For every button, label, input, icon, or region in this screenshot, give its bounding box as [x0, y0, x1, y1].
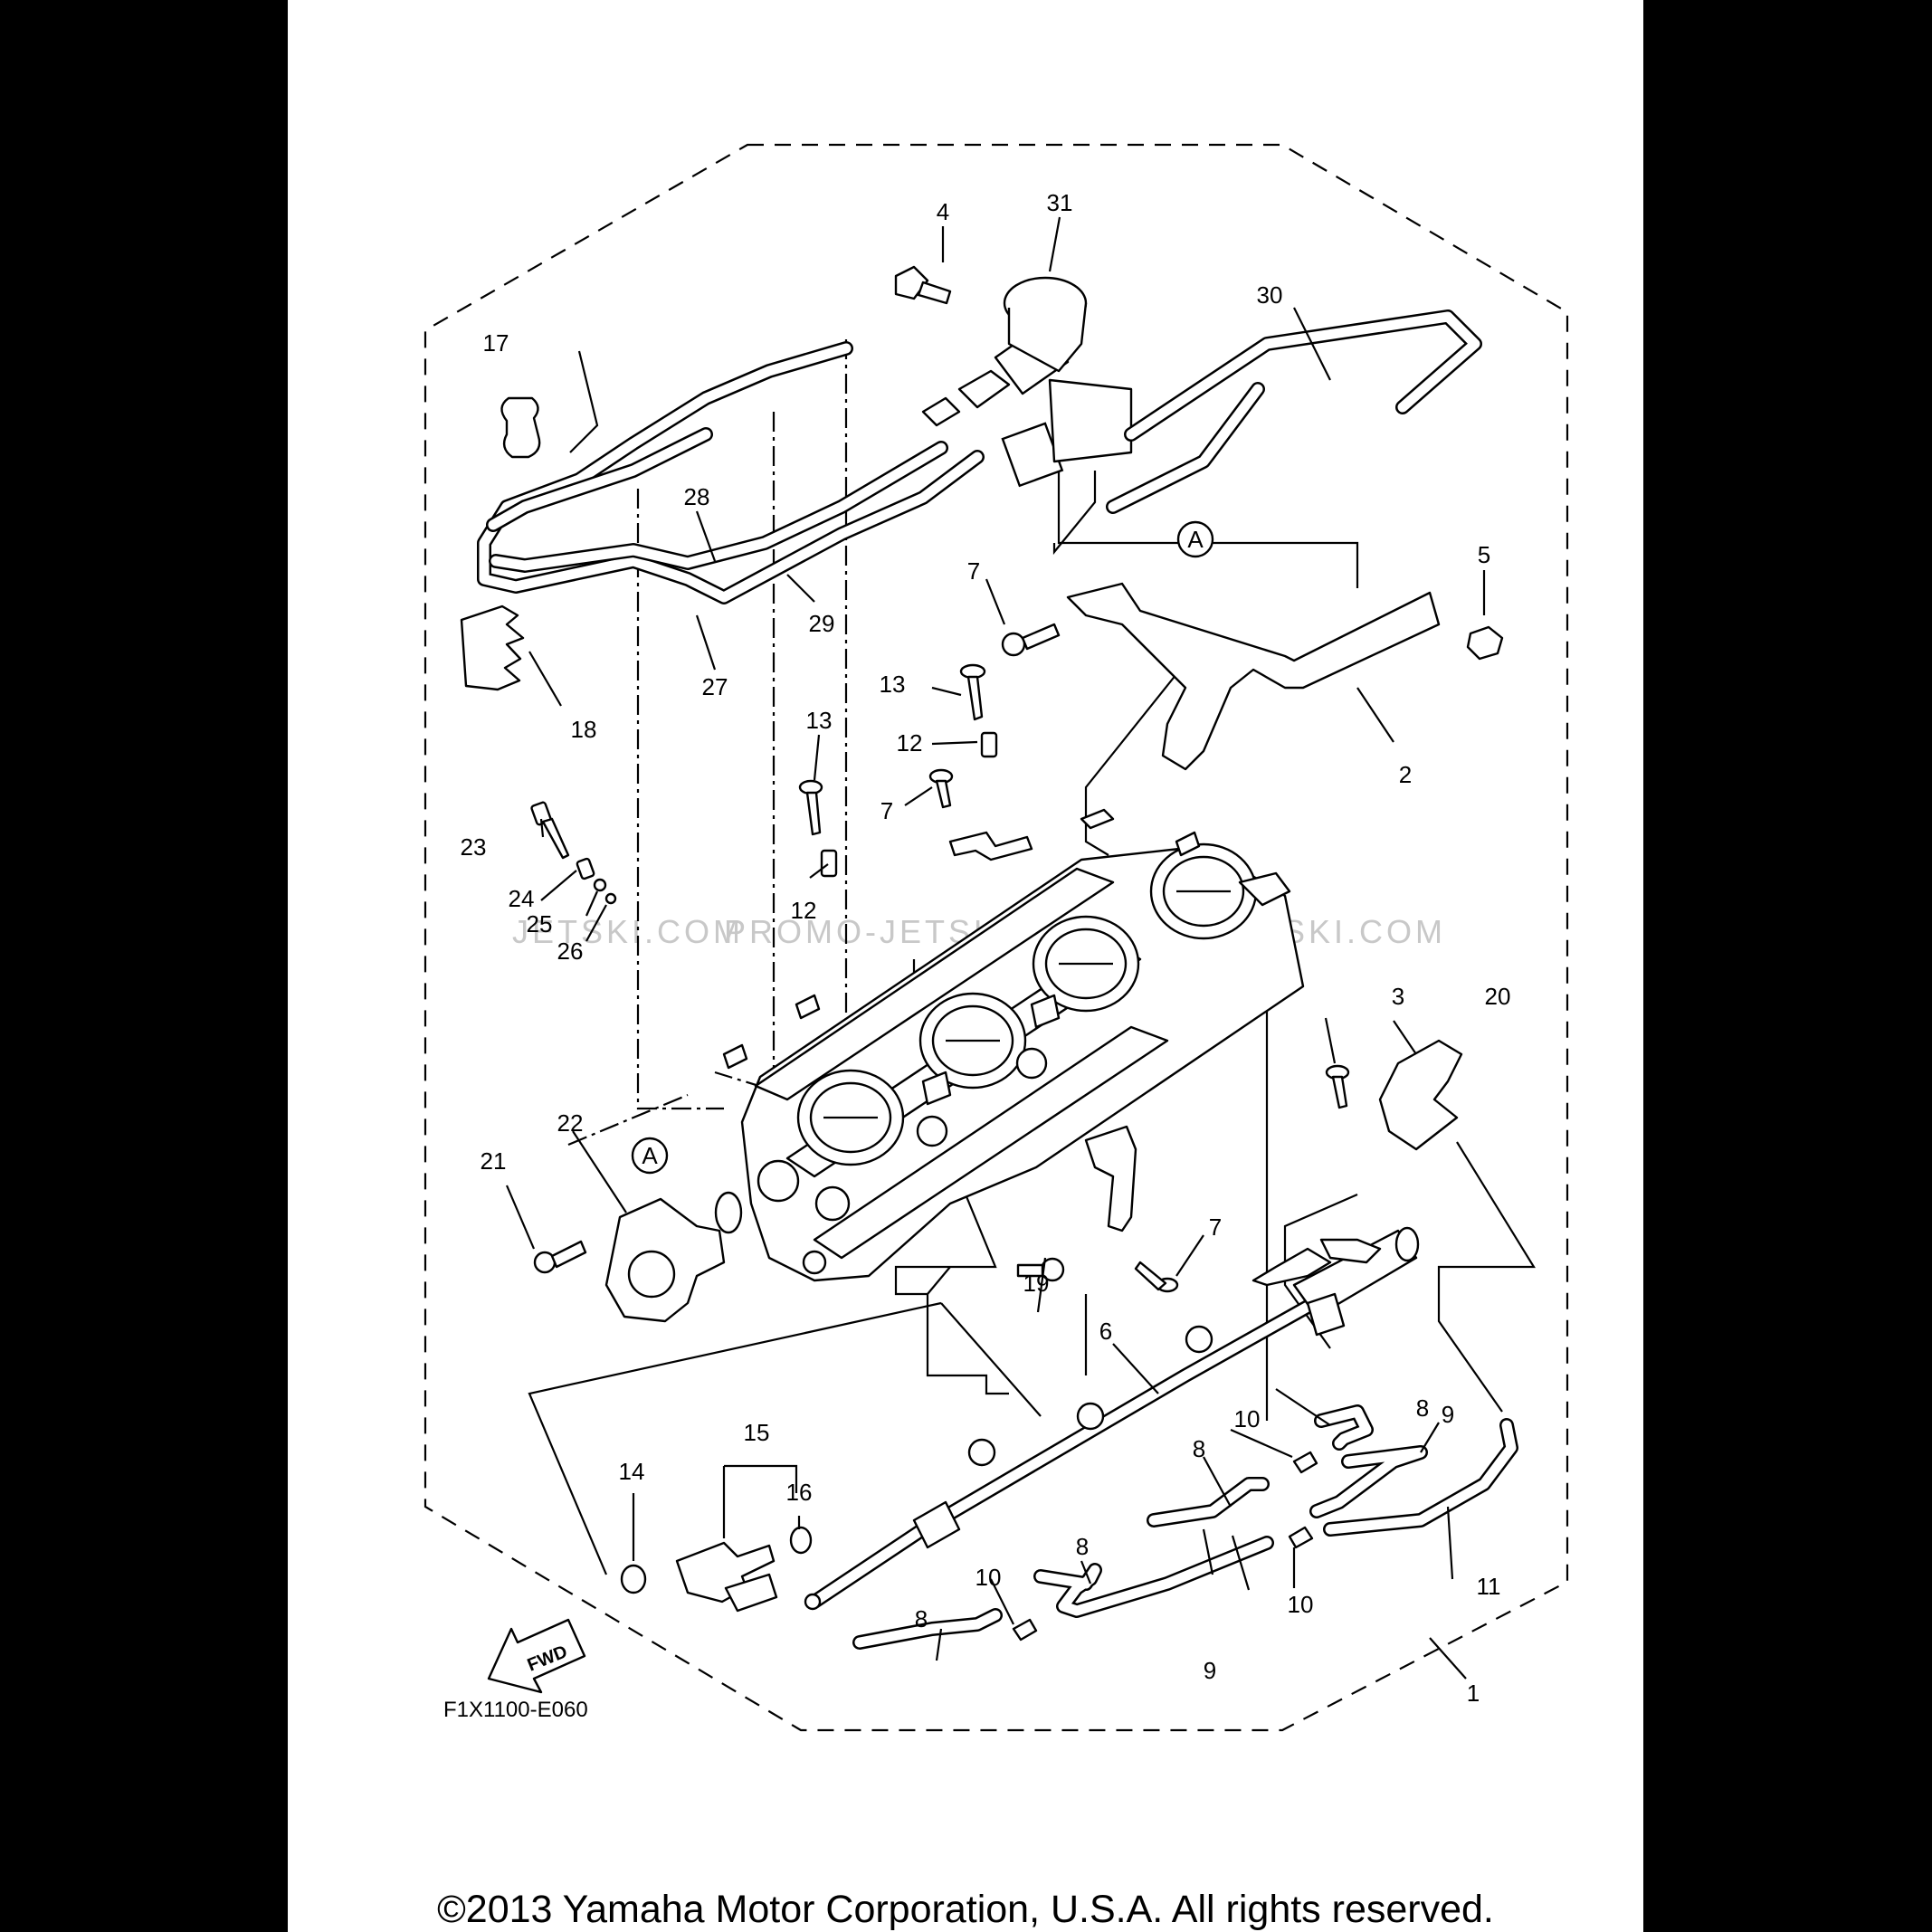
callout-21: 21 [481, 1147, 507, 1175]
callout-27: 27 [702, 673, 728, 700]
seal-part-14 [620, 1564, 647, 1594]
callout-1: 1 [1467, 1680, 1480, 1707]
callout-7-mid: 7 [880, 797, 893, 824]
callout-26: 26 [557, 937, 584, 965]
callout-6: 6 [1099, 1318, 1112, 1345]
connection-lines [528, 398, 1536, 1575]
callout-10-a: 10 [1234, 1405, 1261, 1432]
callout-19: 19 [1023, 1270, 1050, 1297]
callout-31: 31 [1047, 189, 1073, 216]
callout-7-top: 7 [967, 557, 980, 585]
copyright-notice: ©2013 Yamaha Motor Corporation, U.S.A. A… [437, 1888, 1494, 1931]
callout-28: 28 [684, 483, 710, 510]
sensor-face [627, 1250, 676, 1299]
throttle-bore-4 [1149, 842, 1258, 940]
hose-part-30 [1106, 309, 1482, 514]
callout-24: 24 [509, 885, 535, 912]
bracket-small-lower [1084, 1125, 1137, 1232]
callout-16: 16 [786, 1479, 813, 1506]
callout-11: 11 [1477, 1573, 1501, 1600]
callout-25: 25 [527, 910, 553, 937]
throttle-bore-1 [796, 1069, 905, 1166]
callout-8-d: 8 [915, 1605, 928, 1632]
ref-marker-a-top-text: A [1187, 526, 1204, 553]
screw-part-7-lower [1134, 1261, 1179, 1293]
watermark-text-1: JETSKI.COM [512, 913, 744, 950]
callout-29: 29 [809, 610, 835, 637]
fwd-arrow: FWD [487, 1618, 586, 1694]
assembly-boundary [424, 143, 1569, 1732]
o-ring-sensor [714, 1191, 743, 1234]
callout-13-lower: 13 [806, 707, 833, 734]
callout-18: 18 [571, 716, 597, 743]
throttle-bore-3 [1032, 915, 1140, 1013]
callout-22: 22 [557, 1109, 584, 1137]
fuel-rail-part-6 [804, 1226, 1420, 1611]
clamp-part-18 [460, 604, 525, 691]
nut-part-5 [1466, 625, 1504, 661]
bolt-part-4 [894, 265, 952, 305]
throttle-bore-2 [918, 992, 1027, 1090]
screw-part-7-mid [928, 768, 954, 809]
clip-part-17 [500, 396, 541, 459]
callout-10-b: 10 [976, 1564, 1002, 1591]
callout-17: 17 [483, 329, 509, 357]
callout-3: 3 [1392, 983, 1404, 1010]
callout-23: 23 [461, 833, 487, 861]
adjusting-screw-part-23 [530, 801, 570, 860]
o-ring-part-16 [789, 1526, 813, 1555]
callout-9-b: 9 [1204, 1657, 1216, 1684]
callout-labels: 4 31 30 17 28 29 27 18 7 5 2 13 12 7 13 … [461, 189, 1511, 1707]
bracket-part-2 [1066, 582, 1441, 771]
callout-15: 15 [744, 1419, 770, 1446]
screw-part-3 [1325, 1064, 1350, 1109]
bracket-small-upper [948, 831, 1033, 861]
ref-marker-a-top: A [1176, 520, 1214, 558]
ref-marker-a-bottom-text: A [642, 1142, 658, 1169]
callout-5: 5 [1478, 541, 1490, 568]
collar-part-12-upper [980, 731, 998, 758]
ref-marker-a-bottom: A [631, 1137, 669, 1175]
callout-8-b: 8 [1193, 1435, 1205, 1462]
sensor-part-20 [1378, 1039, 1463, 1151]
callout-2: 2 [1399, 761, 1412, 788]
spring-part-24 [576, 857, 595, 880]
throttle-body [722, 808, 1305, 1282]
callout-9-a: 9 [1442, 1401, 1454, 1428]
fuel-injector-part-15 [675, 1541, 778, 1613]
washer-part-25 [593, 878, 607, 892]
callout-14: 14 [619, 1458, 645, 1485]
callout-7-lower: 7 [1209, 1213, 1222, 1241]
callout-leaders [505, 216, 1486, 1680]
screw-part-7-top [1001, 623, 1061, 657]
fuel-hoses-upper [477, 341, 985, 604]
screw-part-13-lower [798, 779, 823, 836]
collar-part-12-lower [820, 849, 838, 878]
figure-code: F1X1100-E060 [443, 1698, 588, 1722]
screw-part-13-upper [959, 663, 986, 721]
callout-8-a: 8 [1416, 1394, 1429, 1422]
callout-12-upper: 12 [897, 729, 923, 757]
callout-20: 20 [1485, 983, 1511, 1010]
callout-8-c: 8 [1076, 1533, 1089, 1560]
callout-12-lower: 12 [791, 897, 817, 924]
bolt-part-21 [533, 1240, 587, 1274]
callout-4: 4 [937, 198, 949, 225]
o-ring-part-26 [604, 892, 617, 905]
callout-13-upper: 13 [880, 671, 906, 698]
callout-30: 30 [1257, 281, 1283, 309]
pressure-regulator-part-31 [921, 276, 1133, 488]
callout-10-c: 10 [1288, 1591, 1314, 1618]
